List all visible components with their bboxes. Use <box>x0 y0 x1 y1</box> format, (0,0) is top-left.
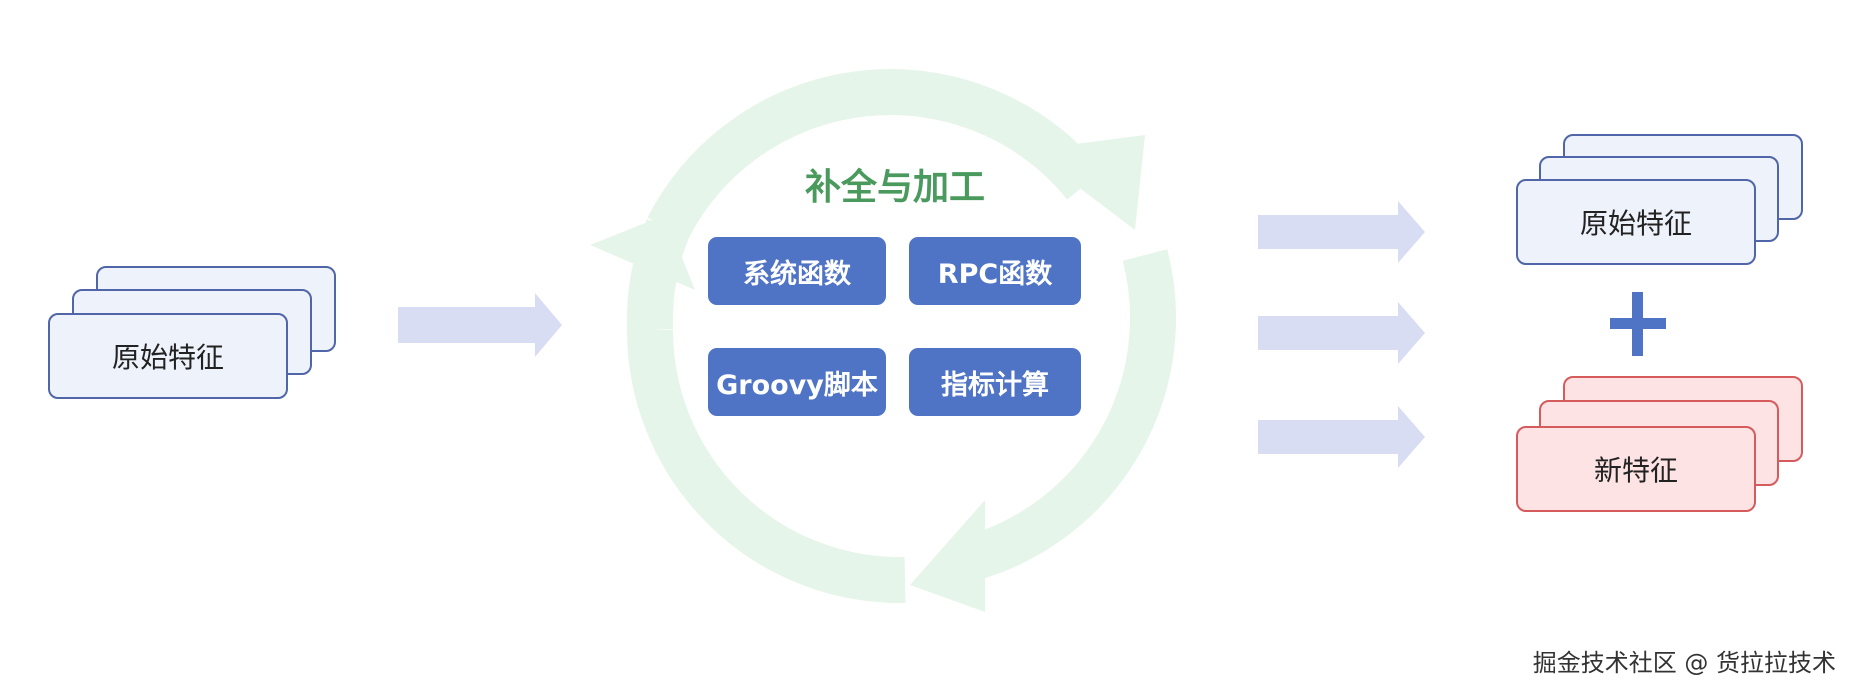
function-box-rpc: RPC函数 <box>909 237 1081 305</box>
cycle-arrowhead-bottom <box>910 500 985 612</box>
left-feature-label: 原始特征 <box>111 341 224 374</box>
center-title: 补全与加工 <box>804 167 985 208</box>
flow-arrow-right-3 <box>1258 406 1425 468</box>
stack-card-front: 原始特征 <box>1516 179 1756 265</box>
cycle-arc-bottom <box>627 329 906 604</box>
function-box-metric: 指标计算 <box>909 348 1081 416</box>
flow-arrow-right-1 <box>1258 201 1425 263</box>
plus-icon <box>1610 292 1666 356</box>
cycle-arrowhead-left <box>590 215 695 290</box>
right-original-feature-stack: 原始特征 <box>1516 134 1806 269</box>
footer-credit: 掘金技术社区 @ 货拉拉技术 <box>1532 649 1836 677</box>
flow-arrow-right-2 <box>1258 302 1425 364</box>
right-original-feature-label: 原始特征 <box>1579 207 1692 240</box>
cycle-ring <box>590 69 1177 612</box>
stack-card-front: 原始特征 <box>48 313 288 399</box>
function-box-groovy: Groovy脚本 <box>708 348 886 416</box>
cycle-arc-top <box>647 69 1103 239</box>
stack-card-front: 新特征 <box>1516 426 1756 512</box>
cycle-arrowhead-top <box>1030 135 1145 230</box>
cycle-arc-right <box>959 249 1177 583</box>
right-new-feature-label: 新特征 <box>1593 454 1678 487</box>
left-feature-stack: 原始特征 <box>48 266 338 401</box>
right-new-feature-stack: 新特征 <box>1516 376 1806 516</box>
flow-arrow-left <box>398 293 562 357</box>
function-box-system: 系统函数 <box>708 237 886 305</box>
plus-bar-vertical <box>1632 292 1643 356</box>
